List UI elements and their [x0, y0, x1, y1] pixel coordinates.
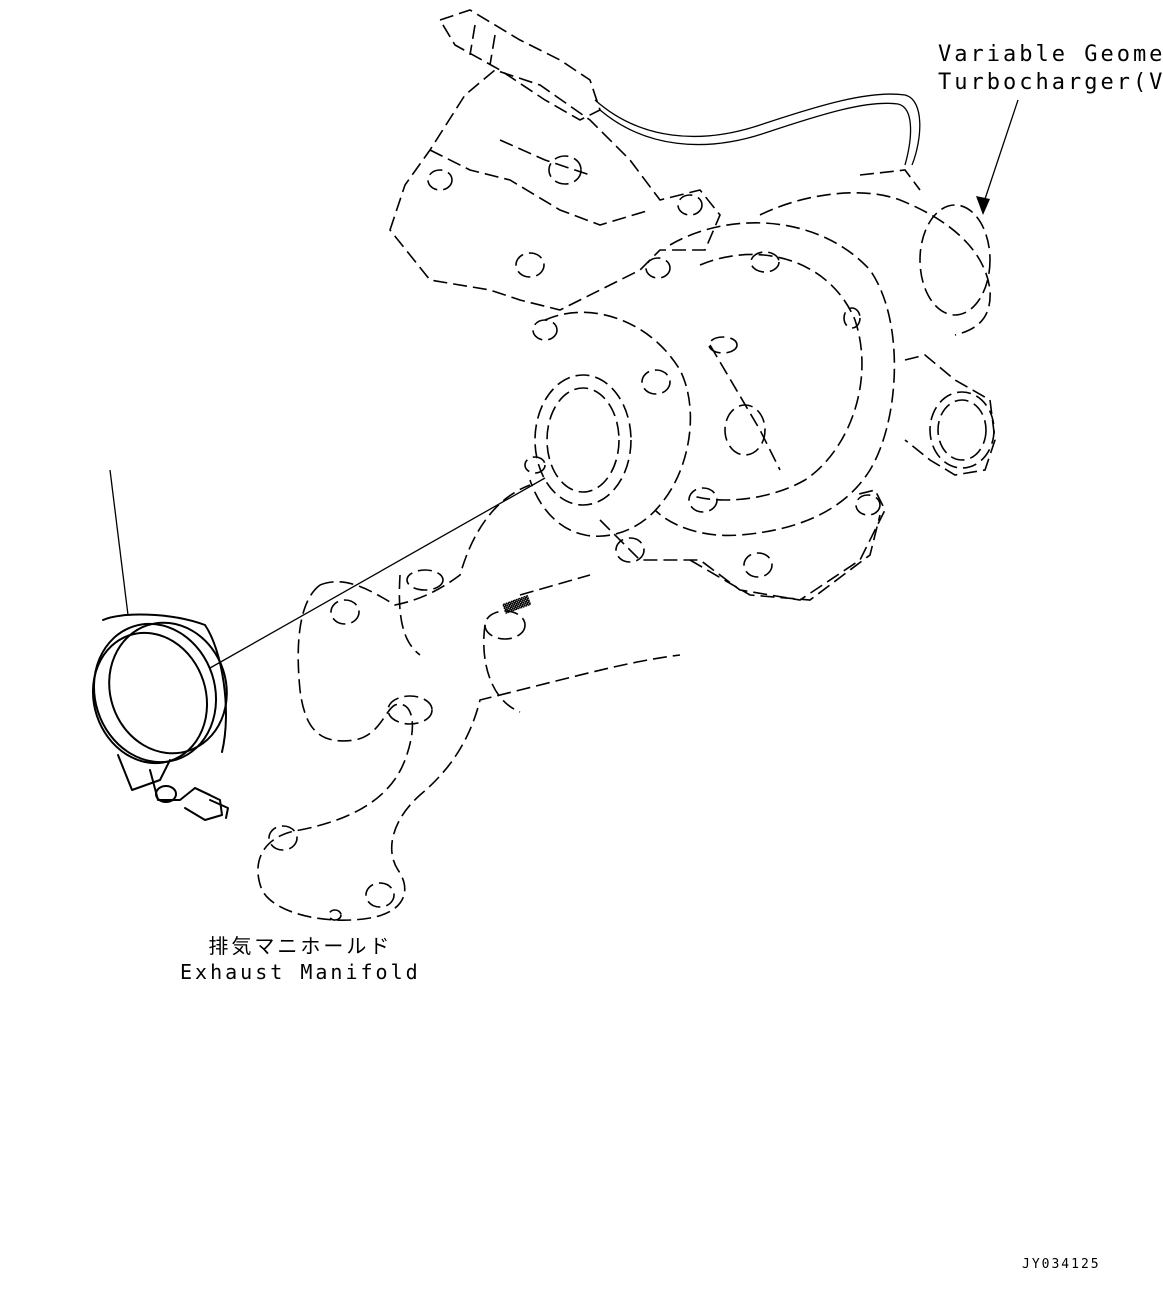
turbo-bolts: [524, 319, 881, 563]
clamp-leader-line: [109, 469, 129, 616]
vgt-label-line2: Turbocharger(VGT): [938, 70, 1163, 95]
drawing-id: JY034125: [1022, 1257, 1101, 1272]
svg-text:▓▓▓▓▓: ▓▓▓▓▓: [502, 594, 532, 615]
clamp-to-flange-line: [209, 477, 546, 669]
vgt-leader-arrowhead: [976, 196, 990, 215]
manifold-callout: 排気マニホールド Exhaust Manifold: [180, 936, 421, 988]
v-band-clamp: [91, 613, 229, 821]
leader-lines: [109, 99, 1019, 669]
vgt-label-line1: Variable Geometry: [938, 42, 1163, 67]
manifold-label-en: Exhaust Manifold: [180, 960, 421, 984]
vgt-leader-line: [982, 99, 1019, 206]
vgt-callout: Variable Geometry Turbocharger(VGT): [938, 44, 1163, 100]
turbocharger-vgt: [389, 9, 996, 601]
manifold-label-jp: 排気マニホールド: [208, 934, 393, 958]
